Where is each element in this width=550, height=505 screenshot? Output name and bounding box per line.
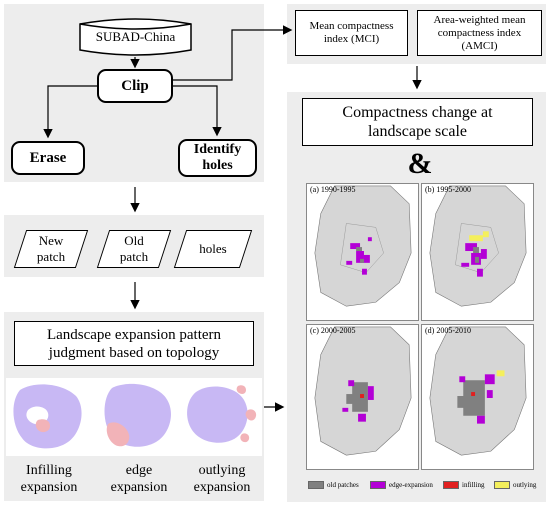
mci-box: Mean compactness index (MCI) bbox=[295, 10, 408, 56]
legend-infilling-swatch bbox=[443, 481, 459, 489]
legend-old-patches-label: old patches bbox=[327, 481, 359, 489]
map-panel-c-title: (c) 2000-2005 bbox=[310, 326, 356, 335]
edge-caption: edge expansion bbox=[110, 463, 168, 495]
erase-box: Erase bbox=[11, 141, 85, 175]
map-panel-d: (d) 2005-2010 bbox=[421, 324, 534, 470]
infilling-illustration bbox=[13, 384, 82, 449]
legend-edge-expansion-swatch bbox=[370, 481, 386, 489]
clip-label: Clip bbox=[121, 77, 149, 94]
ampersand: & bbox=[407, 147, 433, 180]
legend-outlying-swatch bbox=[494, 481, 510, 489]
outlying-illustration bbox=[187, 385, 257, 443]
amci-label: Area-weighted mean compactness index (AM… bbox=[433, 13, 526, 52]
old-patch-shape: Old patch bbox=[96, 230, 172, 268]
legend-infilling: infilling bbox=[443, 481, 485, 489]
new-patch-shape: New patch bbox=[13, 230, 89, 268]
legend-outlying: outlying bbox=[494, 481, 536, 489]
holes-shape: holes bbox=[173, 230, 253, 268]
amci-box: Area-weighted mean compactness index (AM… bbox=[417, 10, 542, 56]
clip-box: Clip bbox=[97, 69, 173, 103]
legend-edge-expansion-label: edge-expansion bbox=[389, 481, 433, 489]
legend-infilling-label: infilling bbox=[462, 481, 485, 489]
legend-old-patches-swatch bbox=[308, 481, 324, 489]
legend-outlying-label: outlying bbox=[513, 481, 537, 489]
mci-label: Mean compactness index (MCI) bbox=[309, 20, 394, 45]
map-panel-a-title: (a) 1990-1995 bbox=[310, 185, 356, 194]
map-panel-d-title: (d) 2005-2010 bbox=[425, 326, 471, 335]
map-panel-b: (b) 1995-2000 bbox=[421, 183, 534, 321]
source-database: SUBAD-China bbox=[78, 17, 193, 57]
outlying-caption: outlying expansion bbox=[193, 463, 251, 495]
infilling-caption: Infilling expansion bbox=[20, 463, 78, 495]
edge-illustration bbox=[104, 383, 171, 447]
compactness-change-box: Compactness change at landscape scale bbox=[302, 98, 533, 146]
map-panel-c: (c) 2000-2005 bbox=[306, 324, 419, 470]
compactness-change-label: Compactness change at landscape scale bbox=[342, 104, 493, 140]
identify-holes-box: Identify holes bbox=[178, 139, 257, 177]
old-patch-label: Old patch bbox=[119, 233, 149, 264]
map-panel-b-title: (b) 1995-2000 bbox=[425, 185, 471, 194]
identify-holes-label: Identify holes bbox=[193, 142, 242, 173]
legend-old-patches: old patches bbox=[308, 481, 359, 489]
map-panel-a: (a) 1990-1995 bbox=[306, 183, 419, 321]
new-patch-label: New patch bbox=[36, 233, 66, 264]
legend-edge-expansion: edge-expansion bbox=[370, 481, 433, 489]
source-database-label: SUBAD-China bbox=[95, 29, 176, 44]
holes-label: holes bbox=[199, 241, 227, 256]
judgment-box: Landscape expansion pattern judgment bas… bbox=[14, 321, 254, 366]
erase-label: Erase bbox=[29, 149, 67, 166]
judgment-label: Landscape expansion pattern judgment bas… bbox=[46, 326, 222, 361]
